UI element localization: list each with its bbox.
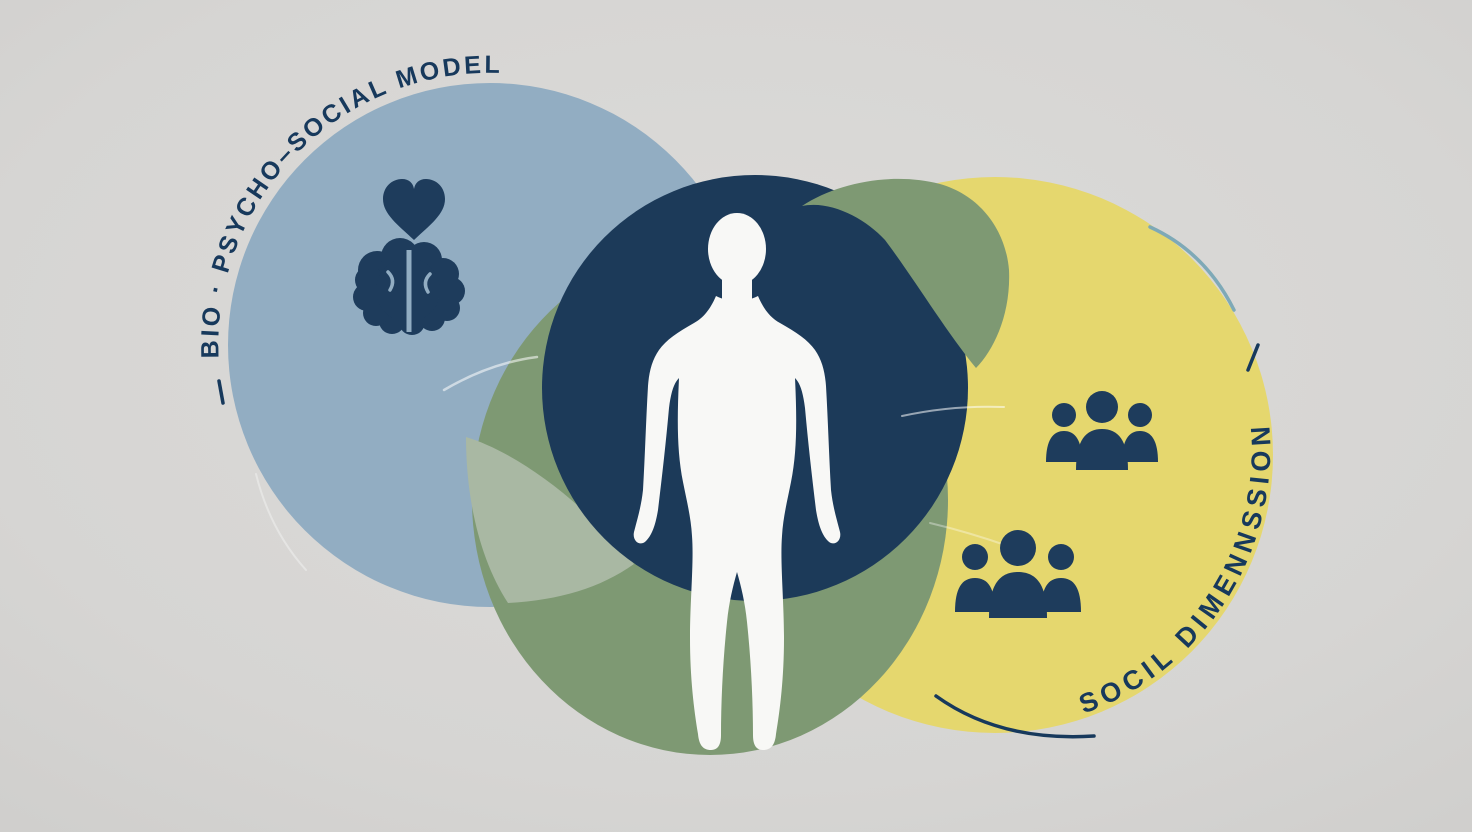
decorative-arc-navy [934,694,1096,739]
brain-icon [353,238,465,335]
blue-green-overlap [466,437,634,603]
figure-head [708,213,766,285]
decorative-line-blue [442,355,539,392]
decorative-dash-right [1246,343,1260,372]
brain-fold-left [386,270,395,292]
decorative-arc-teal [1148,225,1236,312]
human-figure [633,213,841,750]
decorative-line-blue-lower [255,473,307,571]
decorative-line-yellow-lower [929,522,1009,547]
heart-icon [383,179,445,240]
brain-fold-right [423,272,432,294]
group-icon-upper [1046,391,1158,470]
figure-body [633,296,841,750]
group-icon-lower [955,530,1081,618]
green-upper-wedge [802,178,1010,368]
decorative-dash-left [217,379,225,405]
decorative-line-yellow [901,405,1005,417]
